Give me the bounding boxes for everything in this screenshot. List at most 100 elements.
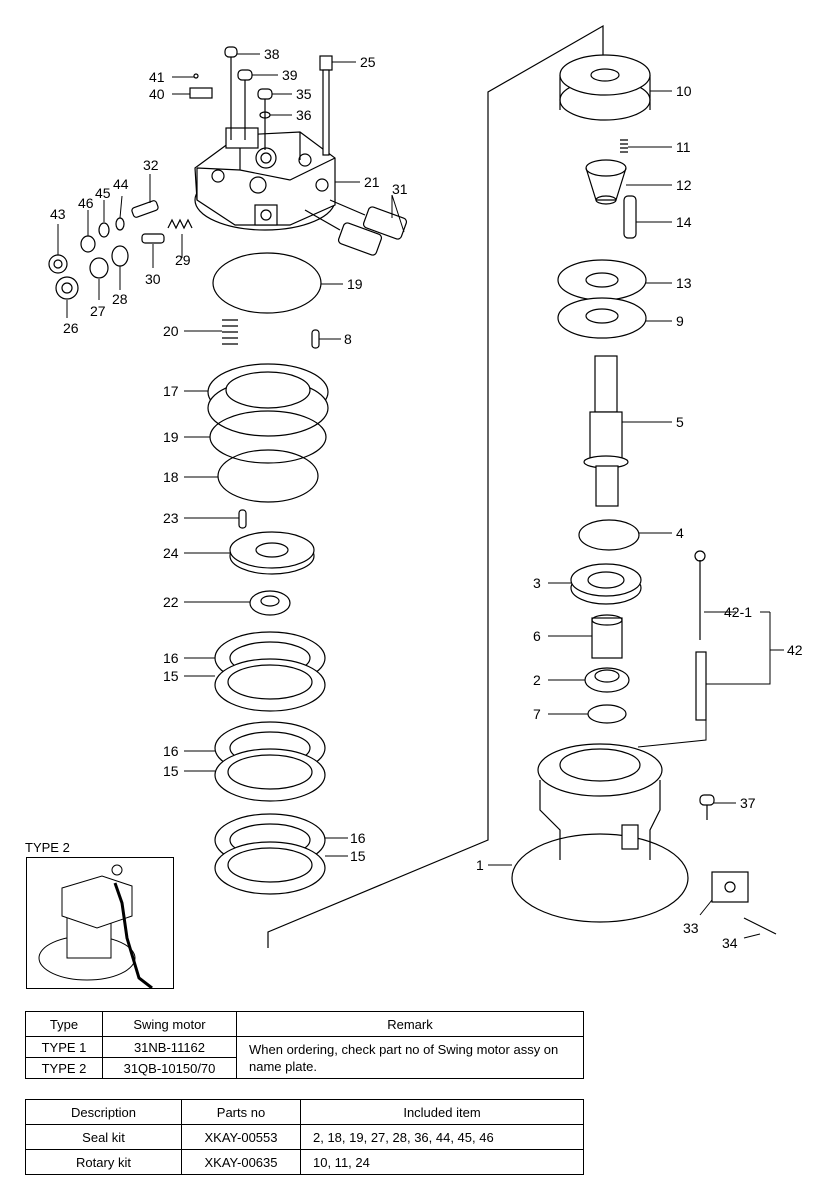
type2-inset-image <box>26 857 174 990</box>
part-33-block <box>711 871 749 903</box>
label-12: 12 <box>676 177 692 193</box>
header-swing-motor: Swing motor <box>102 1011 237 1037</box>
label-33: 33 <box>683 920 699 936</box>
label-4: 4 <box>676 525 684 541</box>
part-7-snap-ring <box>587 704 627 724</box>
label-10: 10 <box>676 83 692 99</box>
part-45-ring <box>98 222 110 238</box>
part-3-roller-bearing <box>570 563 642 605</box>
kit-description: Rotary kit <box>25 1149 182 1175</box>
label-44: 44 <box>113 176 129 192</box>
label-37: 37 <box>740 795 756 811</box>
label-27: 27 <box>90 303 106 319</box>
label-22: 22 <box>163 594 179 610</box>
label-31: 31 <box>392 181 408 197</box>
part-10-cylinder-block <box>559 54 651 121</box>
part-17-brake-piston <box>207 363 329 437</box>
label-16-a: 16 <box>163 650 179 666</box>
label-40: 40 <box>149 86 165 102</box>
label-42-1: 42-1 <box>724 604 752 620</box>
kit-included-items: 10, 11, 24 <box>300 1149 584 1175</box>
label-18: 18 <box>163 469 179 485</box>
part-14-pin <box>623 195 637 239</box>
part-38-plug <box>224 46 238 140</box>
part-41-40-nameplate <box>189 73 213 99</box>
part-9-swash-plate <box>557 297 647 339</box>
header-remark: Remark <box>236 1011 584 1037</box>
label-39: 39 <box>282 67 298 83</box>
part-42-level-gauge <box>694 550 707 721</box>
part-8-pin <box>311 329 320 349</box>
label-24: 24 <box>163 545 179 561</box>
part-2-bushing <box>584 667 630 693</box>
header-parts-no: Parts no <box>181 1099 301 1125</box>
part-labels: 38 39 35 36 25 41 40 21 31 32 44 45 46 4… <box>50 46 803 951</box>
label-41: 41 <box>149 69 165 85</box>
part-43-plug <box>48 254 68 274</box>
header-included-item: Included item <box>300 1099 584 1125</box>
label-26: 26 <box>63 320 79 336</box>
part-46-ring <box>80 235 96 253</box>
motor-cell: 31NB-11162 <box>102 1036 237 1058</box>
label-19-top: 19 <box>347 276 363 292</box>
part-13-retainer-plate <box>557 259 647 301</box>
label-5: 5 <box>676 414 684 430</box>
label-35: 35 <box>296 86 312 102</box>
assembly-divider-line <box>267 24 604 948</box>
part-24-valve-plate <box>229 531 315 575</box>
kit-parts-no: XKAY-00635 <box>181 1149 301 1175</box>
kit-description: Seal kit <box>25 1124 182 1150</box>
label-8: 8 <box>344 331 352 347</box>
label-15-c: 15 <box>350 848 366 864</box>
type-cell: TYPE 2 <box>25 1057 103 1079</box>
label-16-b: 16 <box>163 743 179 759</box>
label-2: 2 <box>533 672 541 688</box>
service-kit-table: Description Parts no Included item Seal … <box>25 1099 584 1175</box>
label-43: 43 <box>50 206 66 222</box>
leader-lines <box>57 53 784 939</box>
label-38: 38 <box>264 46 280 62</box>
part-25-bolt <box>319 55 333 156</box>
label-42: 42 <box>787 642 803 658</box>
label-6: 6 <box>533 628 541 644</box>
label-14: 14 <box>676 214 692 230</box>
part-28-oring <box>111 245 129 267</box>
type-cell: TYPE 1 <box>25 1036 103 1058</box>
part-34-bolt <box>743 917 777 935</box>
label-16-c: 16 <box>350 830 366 846</box>
part-16-15-friction-discs <box>214 631 326 895</box>
part-4-snap-ring <box>578 519 640 551</box>
type2-motor-illustration <box>38 864 153 990</box>
label-45: 45 <box>95 185 111 201</box>
remark-cell: When ordering, check part no of Swing mo… <box>236 1036 584 1079</box>
swing-motor-type-table: Type Swing motor Remark TYPE 1 31NB-1116… <box>25 1011 584 1079</box>
part-29-spring <box>167 218 193 230</box>
label-1: 1 <box>476 857 484 873</box>
label-21: 21 <box>364 174 380 190</box>
part-19-oring-top <box>212 252 322 314</box>
part-23-pin <box>238 509 247 529</box>
part-44-oring <box>115 217 125 231</box>
header-type: Type <box>25 1011 103 1037</box>
part-20-spring <box>222 319 238 345</box>
label-15-b: 15 <box>163 763 179 779</box>
type2-title: TYPE 2 <box>25 840 70 855</box>
header-description: Description <box>25 1099 182 1125</box>
motor-cell: 31QB-10150/70 <box>102 1057 237 1079</box>
label-17: 17 <box>163 383 179 399</box>
part-21-valve-cover <box>194 127 336 231</box>
label-34: 34 <box>722 935 738 951</box>
label-32: 32 <box>143 157 159 173</box>
label-28: 28 <box>112 291 128 307</box>
label-46: 46 <box>78 195 94 211</box>
part-5-drive-shaft <box>583 355 629 507</box>
label-30: 30 <box>145 271 161 287</box>
part-32-plunger <box>131 200 159 218</box>
label-15-a: 15 <box>163 668 179 684</box>
label-25: 25 <box>360 54 376 70</box>
label-7: 7 <box>533 706 541 722</box>
part-26-plug <box>55 276 79 300</box>
label-29: 29 <box>175 252 191 268</box>
part-1-casing <box>511 743 689 923</box>
